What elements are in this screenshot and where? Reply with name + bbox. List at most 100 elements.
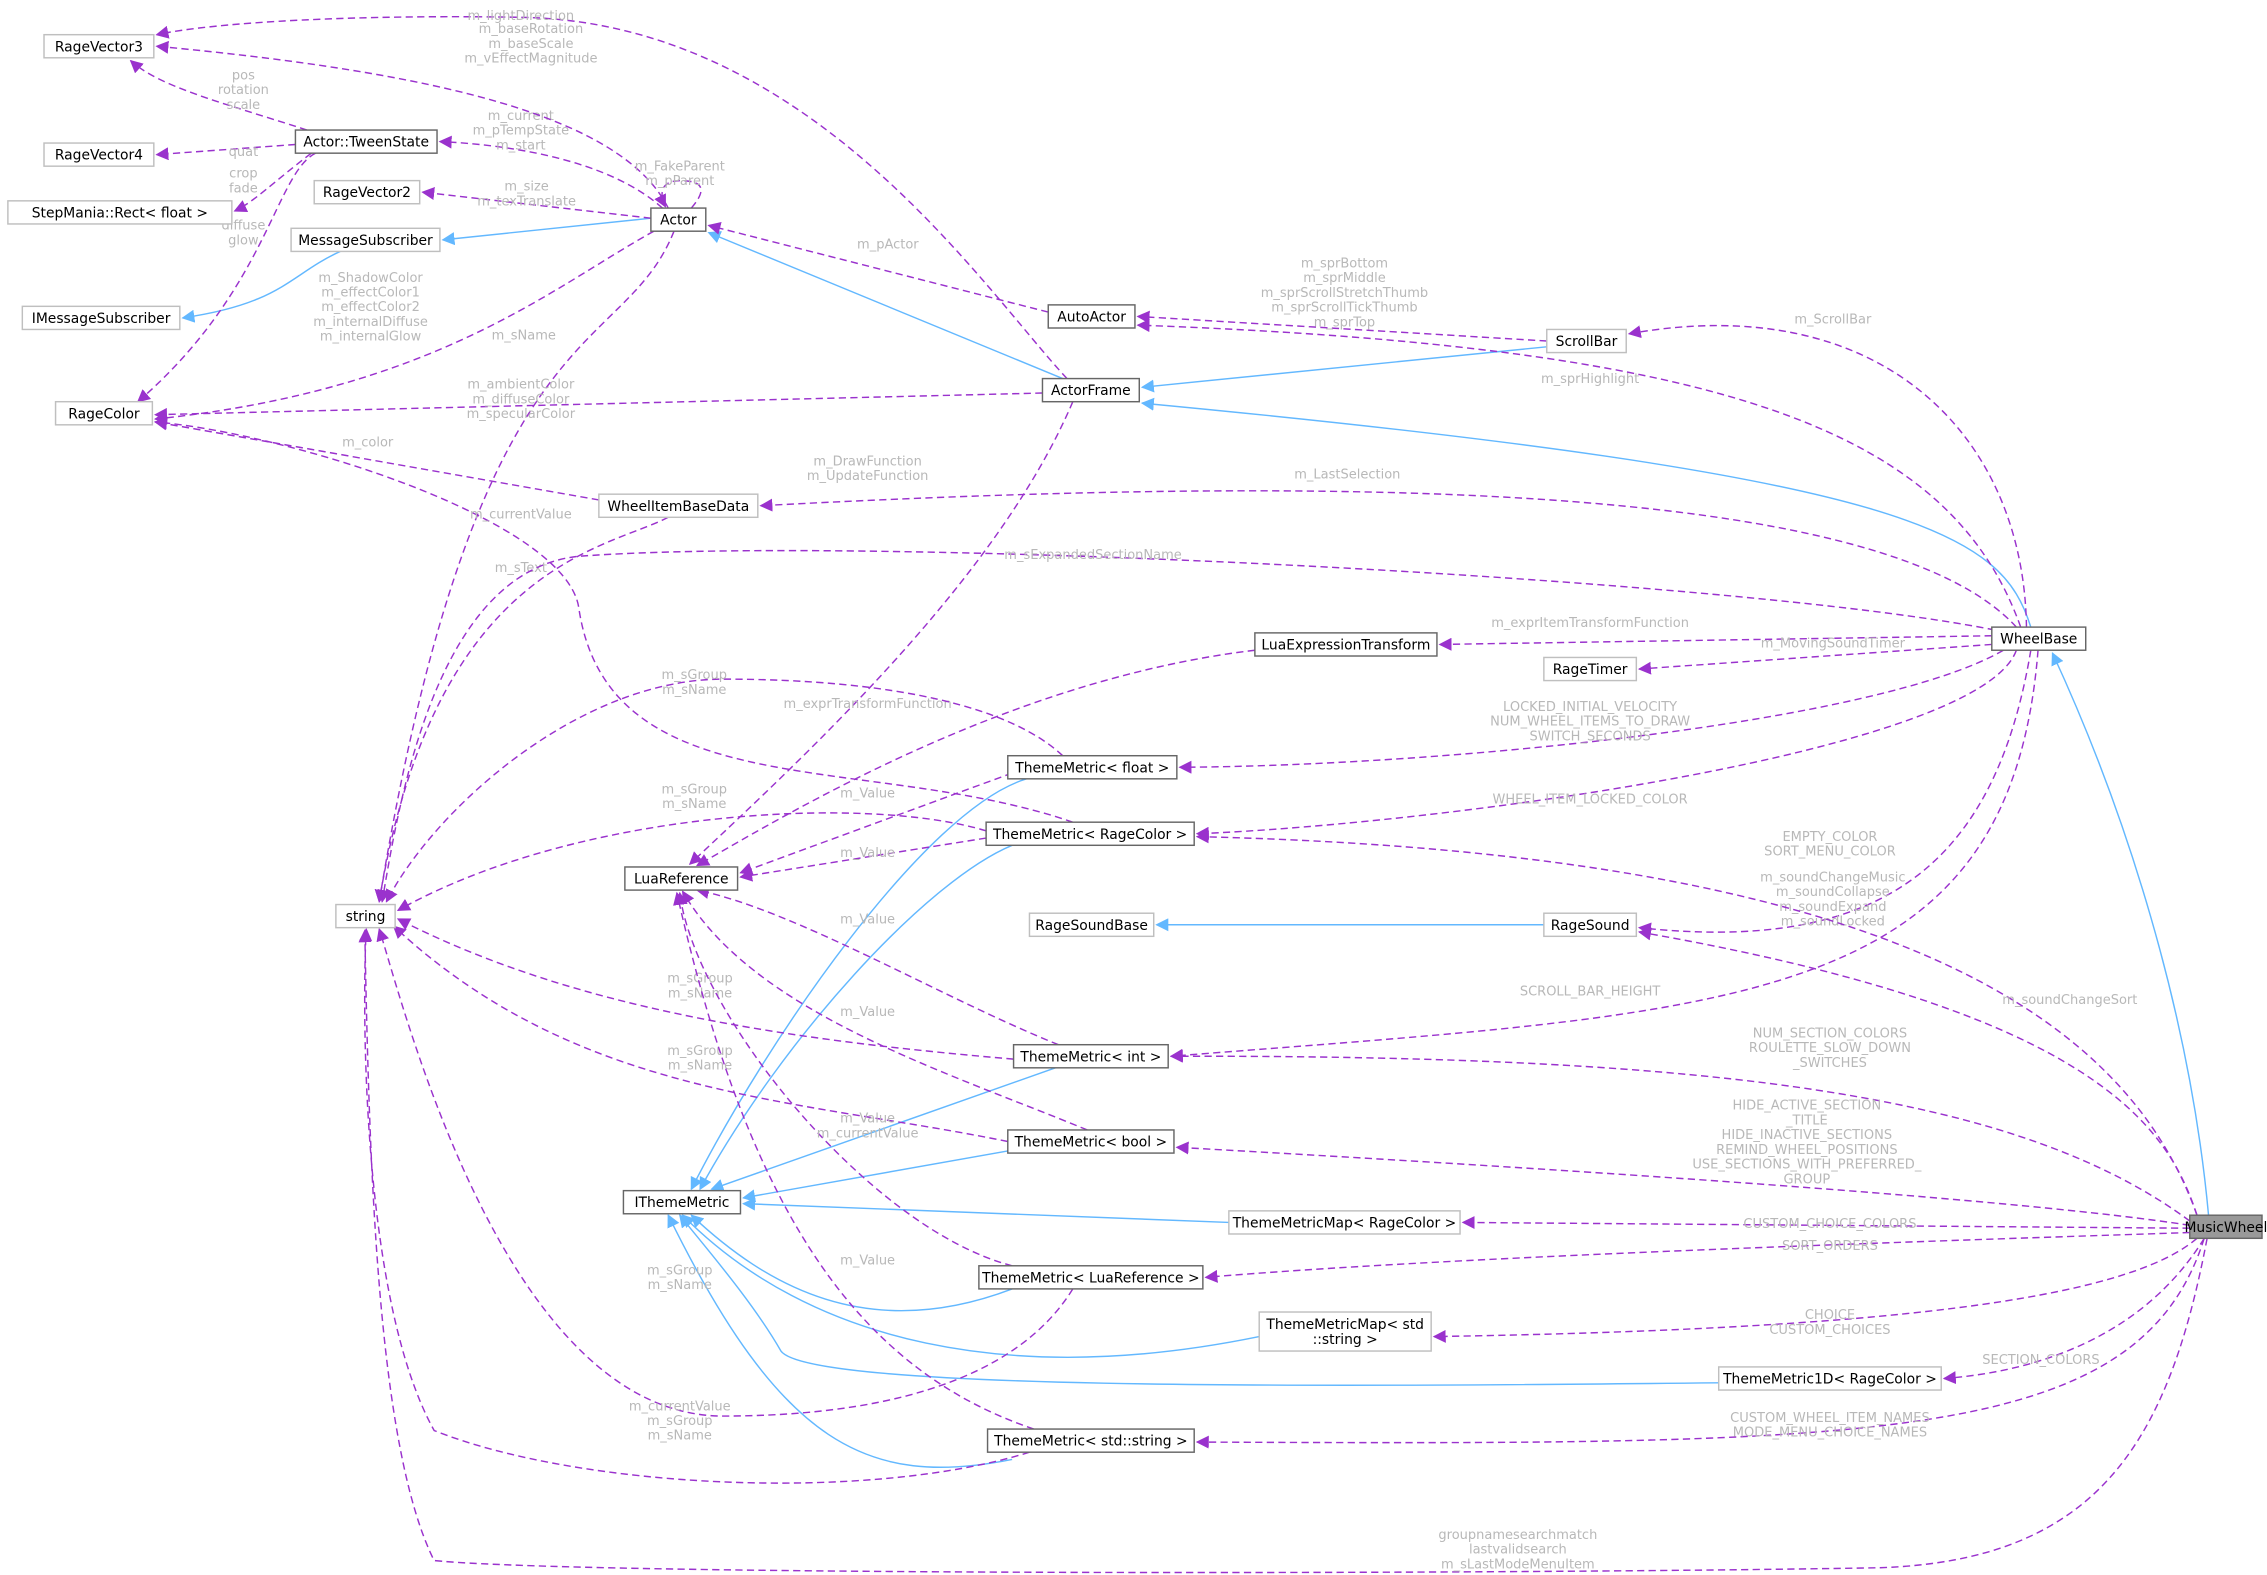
edge-label: m_pTempState <box>473 124 569 139</box>
class-node-tmbool[interactable]: ThemeMetric< bool > <box>1007 1129 1175 1154</box>
edge-label: m_Value <box>840 1005 895 1020</box>
edge-label: m_effectColor1 <box>321 286 420 301</box>
class-node-ragesoundbase[interactable]: RageSoundBase <box>1028 912 1155 938</box>
class-node-tmluareference[interactable]: ThemeMetric< LuaReference > <box>978 1265 1204 1290</box>
edge-line <box>153 416 1074 823</box>
class-node-tweenstate[interactable]: Actor::TweenState <box>294 129 438 154</box>
edge-label: MODE_MENU_CHOICE_NAMES <box>1733 1426 1927 1441</box>
class-node-ithememetric[interactable]: IThemeMetric <box>622 1189 742 1215</box>
edge-label: m_Value <box>840 1112 895 1127</box>
usage-edge-actor-to-string: m_sName <box>374 230 675 903</box>
class-node-tmstring[interactable]: ThemeMetric< std::string > <box>986 1428 1195 1453</box>
edge-line <box>742 1197 1229 1224</box>
edge-label: REMIND_WHEEL_POSITIONS <box>1716 1143 1897 1158</box>
class-node-actorframe[interactable]: ActorFrame <box>1041 377 1141 403</box>
usage-edge-tmragecolor-to-ragecolor: m_currentValue <box>153 416 1074 823</box>
edge-line <box>374 516 669 903</box>
edge-label: m_sGroup <box>647 1263 713 1278</box>
edge-line <box>654 179 702 209</box>
inheritance-edge-scrollbar-to-actorframe <box>1140 346 1547 393</box>
edge-label: m_sExpandedSectionName <box>1004 548 1181 563</box>
class-node-tmint[interactable]: ThemeMetric< int > <box>1012 1043 1169 1069</box>
node-label: MusicWheel <box>2184 1220 2267 1236</box>
edge-layer: posrotationscalequatcropfadediffuseglowm… <box>129 9 2210 1574</box>
usage-edge-musicwheel-to-tmmapragecolor: CUSTOM_CHOICE_COLORS <box>1461 1216 2190 1232</box>
edge-line <box>1627 324 2028 628</box>
class-node-wheelitembasedata[interactable]: WheelItemBaseData <box>598 493 759 519</box>
class-node-tmmapragecolor[interactable]: ThemeMetricMap< RageColor > <box>1228 1210 1461 1235</box>
node-box <box>1228 1210 1461 1235</box>
usage-edge-autoactor-to-actor: m_pActor <box>707 222 1049 313</box>
class-node-scrollbar[interactable]: ScrollBar <box>1546 328 1627 354</box>
class-node-wheelbase[interactable]: WheelBase <box>1991 626 2087 651</box>
class-node-luaexpressiontransform[interactable]: LuaExpressionTransform <box>1254 632 1438 657</box>
edge-label: scale <box>227 98 260 113</box>
edge-label: m_sName <box>648 1429 712 1444</box>
inheritance-edge-tmragecolor-to-ithememetric <box>699 844 1013 1191</box>
node-box <box>986 1428 1195 1453</box>
usage-edge-actorframe-to-ragecolor: m_ambientColorm_diffuseColorm_specularCo… <box>153 378 1043 422</box>
class-node-luareference[interactable]: LuaReference <box>624 866 739 891</box>
inheritance-edge-tmfloat-to-ithememetric <box>690 778 1027 1191</box>
edge-label: m_internalDiffuse <box>313 315 428 330</box>
node-box <box>1717 1366 1942 1391</box>
class-node-messagesubscriber[interactable]: MessageSubscriber <box>290 227 441 253</box>
class-node-autoactor[interactable]: AutoActor <box>1047 304 1136 329</box>
edge-line <box>690 1214 1013 1312</box>
node-label: AutoActor <box>1057 310 1126 326</box>
class-node-rect[interactable]: StepMania::Rect< float > <box>7 200 233 225</box>
node-label: ThemeMetricMap< std <box>1265 1317 1424 1333</box>
class-node-ragetimer[interactable]: RageTimer <box>1543 656 1638 682</box>
usage-edge-wheelbase-to-scrollbar: m_ScrollBar <box>1627 313 2028 628</box>
edge-line <box>377 549 1995 903</box>
edge-label: m_specularColor <box>467 407 576 422</box>
usage-edge-musicwheel-to-tmint: NUM_SECTION_COLORSROULETTE_SLOW_DOWN_SWI… <box>1169 1026 2191 1222</box>
edge-line <box>153 392 1043 421</box>
usage-edge-actorframe-to-ragevector3: m_lightDirection <box>155 9 1068 380</box>
class-node-string[interactable]: string <box>335 903 396 929</box>
class-node-tmmapstring[interactable]: ThemeMetricMap< std::string > <box>1258 1311 1432 1352</box>
edge-line <box>667 1214 1013 1469</box>
edge-label: m_soundExpand <box>1779 900 1886 915</box>
edge-line <box>739 772 1013 875</box>
node-label: IThemeMetric <box>634 1195 729 1211</box>
inheritance-edge-wheelbase-to-actorframe <box>1140 397 2032 628</box>
edge-line <box>233 152 312 212</box>
edge-label: m_sprHighlight <box>1541 372 1639 387</box>
class-node-tmragecolor[interactable]: ThemeMetric< RageColor > <box>985 821 1195 847</box>
class-node-ragevector4[interactable]: RageVector4 <box>43 142 155 167</box>
class-node-actor[interactable]: Actor <box>650 207 707 232</box>
class-node-ragevector2[interactable]: RageVector2 <box>313 179 421 205</box>
edge-line <box>396 812 987 911</box>
usage-edge-luaexpressiontransform-to-luareference: m_exprTransformFunction <box>695 649 1255 867</box>
edge-line <box>153 230 655 425</box>
class-node-imessagesubscriber[interactable]: IMessageSubscriber <box>21 305 181 331</box>
edge-label: SCROLL_BAR_HEIGHT <box>1520 985 1661 1000</box>
node-label: ::string > <box>1313 1332 1378 1348</box>
edge-line <box>438 135 663 209</box>
edge-label: m_pParent <box>645 174 714 189</box>
edge-line <box>710 1067 1056 1192</box>
inheritance-edge-actor-to-messagesubscriber <box>441 217 651 246</box>
edge-label: m_Value <box>840 787 895 802</box>
usage-edge-musicwheel-to-string: groupnamesearchmatchlastvalidsearchm_sLa… <box>358 929 2208 1574</box>
node-box <box>43 142 155 167</box>
node-box <box>1546 328 1627 354</box>
node-box <box>1543 912 1638 938</box>
node-box <box>290 227 441 253</box>
class-node-tmfloat[interactable]: ThemeMetric< float > <box>1007 754 1178 780</box>
edge-line <box>1140 397 2032 628</box>
class-node-ragesound[interactable]: RageSound <box>1543 912 1638 938</box>
class-node-musicwheel[interactable]: MusicWheel <box>2184 1214 2267 1240</box>
class-node-ragevector3[interactable]: RageVector3 <box>43 33 155 59</box>
edge-line <box>1461 1216 2190 1230</box>
class-node-tm1dragecolor[interactable]: ThemeMetric1D< RageColor > <box>1717 1366 1942 1391</box>
inheritance-edge-tmstring-to-ithememetric <box>667 1214 1013 1469</box>
node-box <box>21 305 181 331</box>
class-node-ragecolor[interactable]: RageColor <box>54 400 154 426</box>
